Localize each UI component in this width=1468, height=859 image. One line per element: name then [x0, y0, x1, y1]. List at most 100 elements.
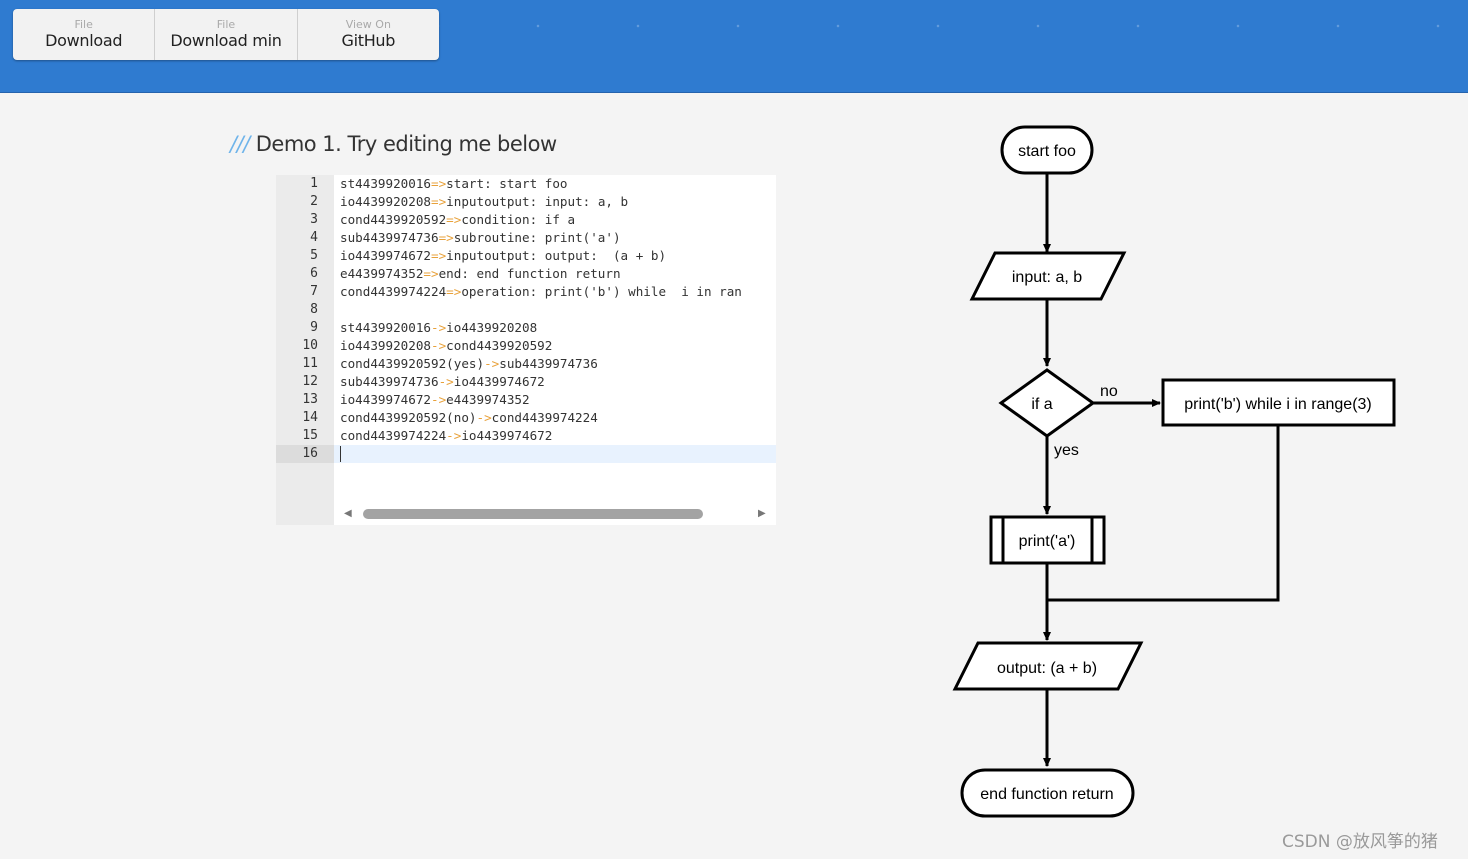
- text-cursor: [340, 446, 341, 462]
- heading-slashes: ///: [230, 132, 250, 156]
- code-node-def: cond4439920592: [446, 338, 553, 353]
- watermark: CSDN @放风筝的猪: [1282, 832, 1438, 852]
- edge-operation-output: [1047, 425, 1280, 602]
- code-node-id: io4439920208: [340, 194, 431, 209]
- line-number: 12: [302, 374, 318, 389]
- scroll-right-icon[interactable]: ▶: [758, 508, 766, 519]
- code-node-id: sub4439974736: [340, 374, 439, 389]
- line-number: 6: [310, 266, 318, 281]
- code-node-def: inputoutput: input: a, b: [446, 194, 629, 209]
- code-node-id: cond4439920592(yes): [340, 356, 485, 371]
- code-node-id: st4439920016: [340, 176, 431, 191]
- scroll-left-icon[interactable]: ◀: [344, 508, 352, 519]
- download-button-caption: File: [74, 17, 93, 31]
- line-number: 5: [310, 248, 318, 263]
- code-arrow: =>: [438, 230, 454, 245]
- code-arrow: ->: [438, 374, 454, 389]
- download-button-label: Download: [45, 30, 123, 50]
- input-node: [969, 251, 1127, 301]
- code-arrow: =>: [423, 266, 439, 281]
- code-node-def: e4439974352: [446, 392, 530, 407]
- horizontal-scrollbar[interactable]: ◀ ▶: [334, 505, 776, 523]
- code-node-def: sub4439974736: [499, 356, 598, 371]
- code-arrow: =>: [446, 284, 462, 299]
- line-number: 4: [310, 230, 318, 245]
- subroutine-node: [989, 515, 1106, 565]
- download-min-button-caption: File: [216, 17, 236, 31]
- code-line[interactable]: cond4439974224->io4439974672: [340, 427, 552, 445]
- condition-node: [998, 368, 1096, 438]
- line-number: 13: [302, 392, 318, 407]
- code-line[interactable]: cond4439974224=>operation: print('b') wh…: [340, 283, 742, 301]
- header-button-group: File Download File Download min View On …: [13, 9, 439, 60]
- code-node-id: cond4439974224: [340, 284, 447, 299]
- line-number: 2: [310, 194, 318, 209]
- github-button[interactable]: View On GitHub: [298, 9, 439, 60]
- code-arrow: ->: [431, 392, 447, 407]
- github-button-label: GitHub: [341, 30, 396, 50]
- code-node-def: io4439974672: [453, 374, 545, 389]
- code-line[interactable]: cond4439920592=>condition: if a: [340, 211, 575, 229]
- line-number: 3: [310, 212, 318, 227]
- line-number: 11: [302, 356, 318, 371]
- code-node-def: condition: if a: [461, 212, 576, 227]
- github-button-caption: View On: [345, 17, 391, 31]
- active-line-highlight: [334, 445, 776, 463]
- code-arrow: =>: [431, 248, 447, 263]
- code-node-def: cond4439974224: [491, 410, 598, 425]
- line-number-gutter: [276, 175, 334, 525]
- download-min-button[interactable]: File Download min: [155, 9, 298, 60]
- output-label: output: (a + b): [997, 660, 1097, 677]
- code-line[interactable]: sub4439974736=>subroutine: print('a'): [340, 229, 621, 247]
- code-node-id: e4439974352: [340, 266, 424, 281]
- condition-label: if a: [1031, 396, 1052, 413]
- code-line[interactable]: io4439920208->cond4439920592: [340, 337, 552, 355]
- code-node-id: cond4439920592: [340, 212, 447, 227]
- operation-label: print('b') while i in range(3): [1184, 396, 1372, 413]
- header-bar: File Download File Download min View On …: [0, 0, 1468, 93]
- code-arrow: ->: [446, 428, 462, 443]
- code-line[interactable]: cond4439920592(yes)->sub4439974736: [340, 355, 598, 373]
- line-number: 9: [310, 320, 318, 335]
- end-label: end function return: [980, 786, 1113, 803]
- code-line[interactable]: cond4439920592(no)->cond4439974224: [340, 409, 598, 427]
- code-node-id: sub4439974736: [340, 230, 439, 245]
- code-node-id: io4439920208: [340, 338, 431, 353]
- flowchart: start foo input: a, b if a no yes print(…: [952, 125, 1396, 818]
- code-arrow: =>: [446, 212, 462, 227]
- start-label: start foo: [1018, 143, 1076, 160]
- code-arrow: ->: [476, 410, 492, 425]
- yes-label: yes: [1054, 442, 1079, 459]
- start-node: [1000, 125, 1094, 175]
- code-node-def: io4439974672: [461, 428, 553, 443]
- line-number: 10: [302, 338, 318, 353]
- demo-heading: ///Demo 1. Try editing me below: [230, 132, 557, 162]
- code-line[interactable]: sub4439974736->io4439974672: [340, 373, 545, 391]
- code-node-def: subroutine: print('a'): [453, 230, 621, 245]
- line-number: 1: [310, 176, 318, 191]
- scrollbar-thumb[interactable]: [363, 509, 703, 519]
- demo-title-text: Demo 1. Try editing me below: [255, 132, 557, 156]
- code-line[interactable]: st4439920016=>start: start foo: [340, 175, 568, 193]
- code-line[interactable]: io4439974672->e4439974352: [340, 391, 530, 409]
- code-node-def: operation: print('b') while i in ran: [461, 284, 742, 299]
- code-line[interactable]: st4439920016->io4439920208: [340, 319, 537, 337]
- code-line[interactable]: io4439974672=>inputoutput: output: (a + …: [340, 247, 666, 265]
- input-label: input: a, b: [1012, 269, 1082, 286]
- end-node: [960, 768, 1135, 818]
- code-node-def: end: end function return: [438, 266, 621, 281]
- no-label: no: [1100, 383, 1118, 400]
- line-number: 16: [276, 445, 334, 463]
- line-number: 14: [302, 410, 318, 425]
- code-arrow: =>: [431, 194, 447, 209]
- code-line[interactable]: io4439920208=>inputoutput: input: a, b: [340, 193, 628, 211]
- code-arrow: ->: [484, 356, 500, 371]
- code-arrow: =>: [431, 176, 447, 191]
- download-button[interactable]: File Download: [13, 9, 156, 60]
- operation-node: [1161, 378, 1396, 427]
- line-number: 15: [302, 428, 318, 443]
- code-node-def: io4439920208: [446, 320, 538, 335]
- code-node-id: cond4439974224: [340, 428, 447, 443]
- code-line[interactable]: e4439974352=>end: end function return: [340, 265, 621, 283]
